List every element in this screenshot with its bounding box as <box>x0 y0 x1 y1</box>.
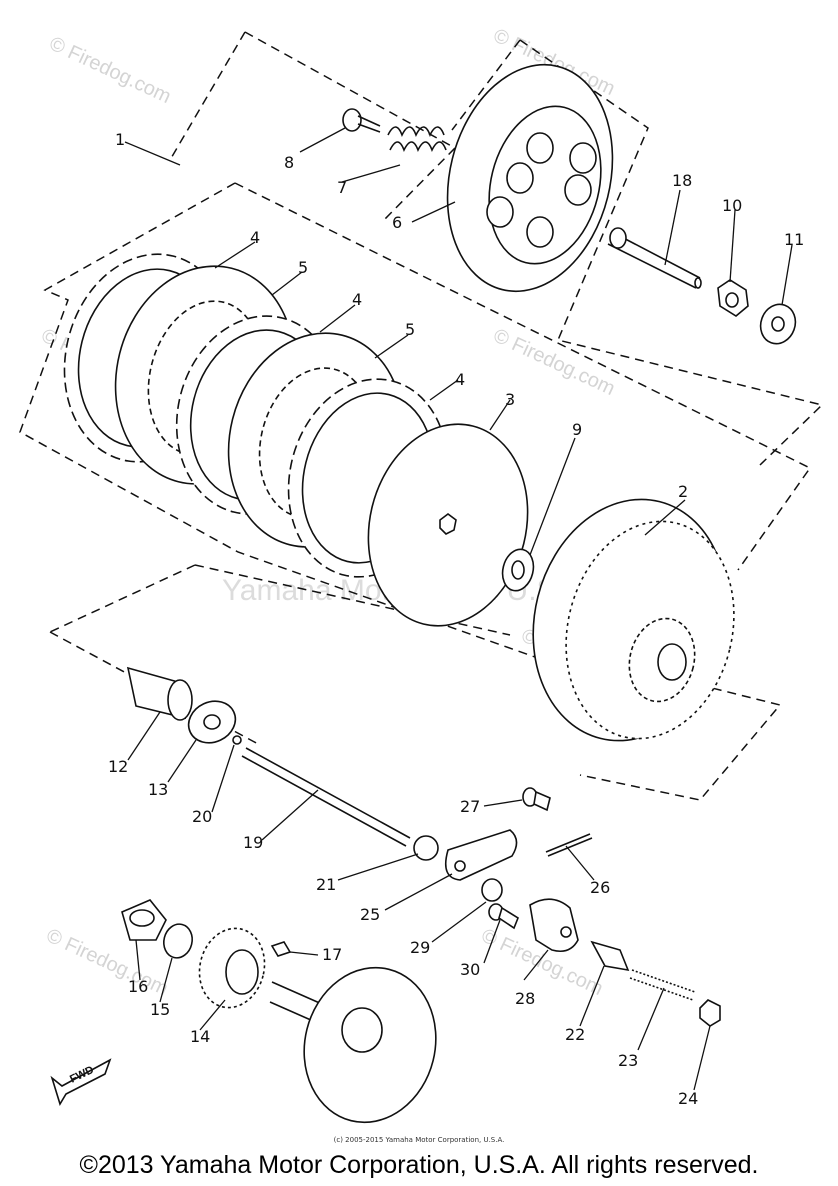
callout-4: 4 <box>250 228 260 247</box>
cushion-plate-part-3 <box>367 423 529 627</box>
collar-part-12 <box>126 666 193 721</box>
callout-4: 4 <box>352 290 362 309</box>
nut-part-10 <box>717 279 749 317</box>
callout-5: 5 <box>405 320 415 339</box>
nut-part-24 <box>699 999 721 1027</box>
callout-28: 28 <box>515 989 535 1008</box>
assembly-box-lower-top <box>194 564 511 636</box>
washer-part-11 <box>759 303 797 345</box>
callout-17: 17 <box>322 945 342 964</box>
washer-part-13 <box>187 700 237 744</box>
callout-labels: 1 2 3 4 4 4 5 5 6 7 8 9 10 11 12 13 14 1… <box>108 130 804 1108</box>
key-part-17 <box>270 941 292 957</box>
screw-part-27 <box>522 787 551 812</box>
copyright-main: ©2013 Yamaha Motor Corporation, U.S.A. A… <box>80 1151 759 1179</box>
push-lever-part-25 <box>444 829 518 881</box>
clutch-housing-part-2 <box>532 498 735 742</box>
callout-11: 11 <box>784 230 804 249</box>
primary-gear-part-14 <box>198 927 266 1009</box>
washer-part-15 <box>163 923 193 959</box>
callout-2: 2 <box>678 482 688 501</box>
assembly-box-pressure-plate-top <box>451 39 521 131</box>
callout-30: 30 <box>460 960 480 979</box>
callout-26: 26 <box>590 878 610 897</box>
adjust-screw-part-23 <box>629 969 696 1001</box>
callout-5: 5 <box>298 258 308 277</box>
bolt-part-8 <box>342 108 381 133</box>
callout-9: 9 <box>572 420 582 439</box>
assembly-box-plates-left <box>19 182 601 681</box>
callout-14: 14 <box>190 1027 210 1046</box>
screw-part-26 <box>545 833 593 857</box>
callout-29: 29 <box>410 938 430 957</box>
assembly-box-1-left <box>169 31 246 161</box>
callout-20: 20 <box>192 807 212 826</box>
callout-23: 23 <box>618 1051 638 1070</box>
lever-part-28 <box>529 898 579 953</box>
callout-22: 22 <box>565 1025 585 1044</box>
screw-part-30 <box>488 903 519 930</box>
fwd-arrow-icon: FWD <box>50 1058 112 1106</box>
watermark-firedog: © Firedog.com <box>490 325 618 400</box>
crankshaft-part <box>269 966 437 1124</box>
callout-16: 16 <box>128 977 148 996</box>
watermark-firedog: © Firedog.com <box>46 33 174 108</box>
callout-6: 6 <box>392 213 402 232</box>
push-rod-part-18 <box>607 227 702 289</box>
callout-13: 13 <box>148 780 168 799</box>
callout-19: 19 <box>243 833 263 852</box>
callout-3: 3 <box>505 390 515 409</box>
pressure-plate <box>446 63 614 293</box>
oil-seal-part-29 <box>481 878 503 902</box>
leader-lines <box>124 127 793 1091</box>
callout-15: 15 <box>150 1000 170 1019</box>
callout-18: 18 <box>672 171 692 190</box>
callout-27: 27 <box>460 797 480 816</box>
callout-1: 1 <box>115 130 125 149</box>
callout-7: 7 <box>337 178 347 197</box>
ball-part-20 <box>232 735 242 745</box>
callout-10: 10 <box>722 196 742 215</box>
spring-part-7 <box>387 126 447 152</box>
callout-12: 12 <box>108 757 128 776</box>
collar-part-21 <box>413 835 439 861</box>
adjuster-part-22 <box>590 940 630 972</box>
assembly-box-1 <box>244 31 457 223</box>
callout-8: 8 <box>284 153 294 172</box>
callout-25: 25 <box>360 905 380 924</box>
callout-21: 21 <box>316 875 336 894</box>
assembly-box-plates <box>234 182 812 571</box>
thrust-washer-part-9 <box>501 548 535 592</box>
collar-part-16 <box>121 899 167 941</box>
assembly-box-lower-left <box>49 564 196 633</box>
copyright-small: (c) 2005-2015 Yamaha Motor Corporation, … <box>334 1136 505 1144</box>
callout-4: 4 <box>455 370 465 389</box>
callout-24: 24 <box>678 1089 698 1108</box>
push-rod-part-19 <box>241 747 411 847</box>
